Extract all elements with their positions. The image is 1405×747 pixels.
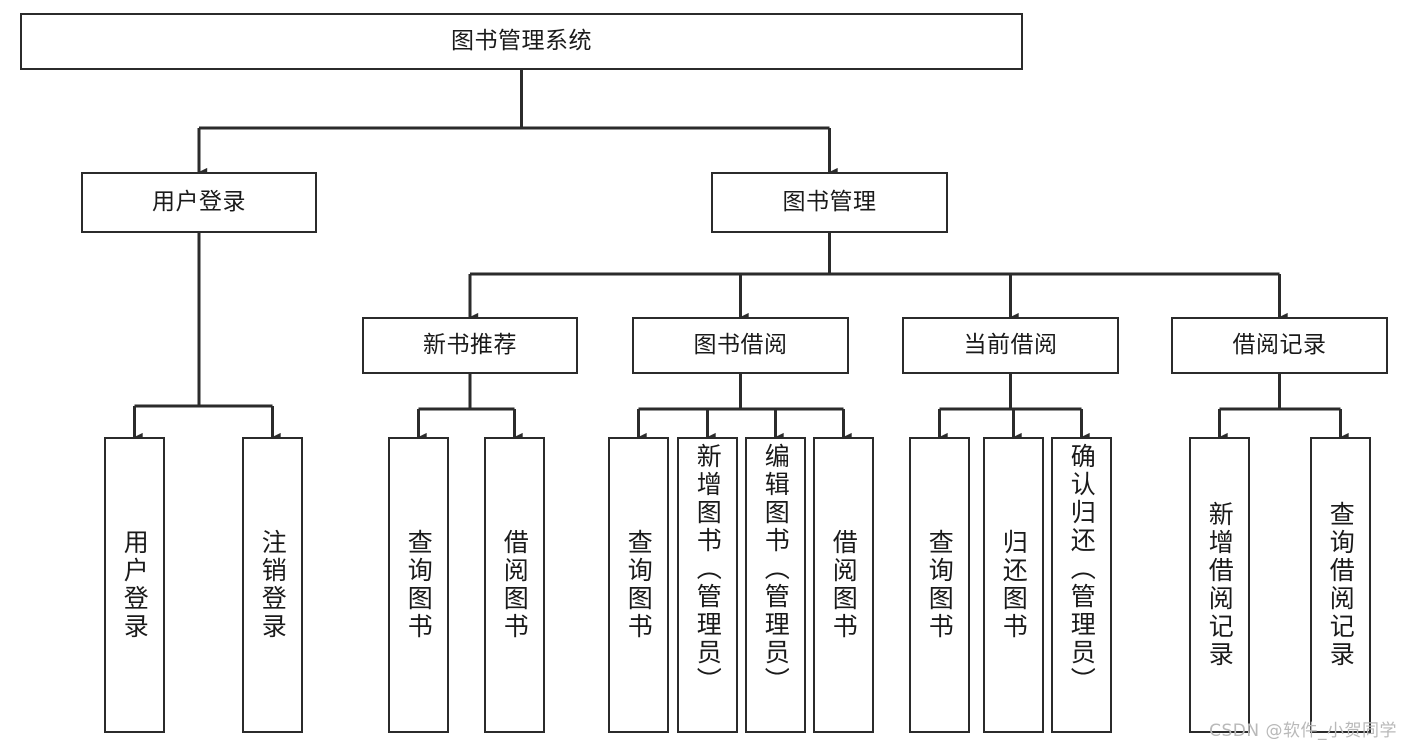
node-leaf-confirm-return[interactable]: 确认归还（管理员） xyxy=(1051,437,1112,733)
node-root[interactable]: 图书管理系统 xyxy=(20,13,1023,70)
node-leaf-borrow-book[interactable]: 借阅图书 xyxy=(813,437,874,733)
node-current-borrow[interactable]: 当前借阅 xyxy=(902,317,1119,374)
node-leaf-query-book-rec[interactable]: 查询图书 xyxy=(388,437,449,733)
node-label-root: 图书管理系统 xyxy=(451,27,592,54)
node-label-leaf-edit-book: 编辑图书（管理员） xyxy=(761,443,791,695)
node-label-book-borrow: 图书借阅 xyxy=(693,331,788,358)
node-label-leaf-user-login: 用户登录 xyxy=(120,529,150,641)
node-label-leaf-add-book: 新增图书（管理员） xyxy=(693,443,723,695)
watermark: CSDN @软件_小贺同学 xyxy=(1209,721,1397,741)
node-leaf-add-record[interactable]: 新增借阅记录 xyxy=(1189,437,1250,733)
node-label-leaf-query-record: 查询借阅记录 xyxy=(1326,501,1356,669)
node-leaf-query-record[interactable]: 查询借阅记录 xyxy=(1310,437,1371,733)
node-leaf-return-book[interactable]: 归还图书 xyxy=(983,437,1044,733)
node-book-manage[interactable]: 图书管理 xyxy=(711,172,948,233)
node-label-leaf-query-book-current: 查询图书 xyxy=(925,529,955,641)
node-label-book-manage: 图书管理 xyxy=(782,188,877,215)
node-new-book-rec[interactable]: 新书推荐 xyxy=(362,317,578,374)
node-label-borrow-record: 借阅记录 xyxy=(1232,331,1327,358)
node-label-leaf-query-book-rec: 查询图书 xyxy=(404,529,434,641)
node-label-leaf-borrow-book: 借阅图书 xyxy=(829,529,859,641)
node-label-current-borrow: 当前借阅 xyxy=(963,331,1058,358)
node-label-leaf-confirm-return: 确认归还（管理员） xyxy=(1067,443,1097,695)
node-label-leaf-query-book-borrow: 查询图书 xyxy=(624,529,654,641)
node-leaf-edit-book[interactable]: 编辑图书（管理员） xyxy=(745,437,806,733)
edge-group xyxy=(133,70,1349,442)
node-leaf-logout[interactable]: 注销登录 xyxy=(242,437,303,733)
node-borrow-record[interactable]: 借阅记录 xyxy=(1171,317,1388,374)
node-label-leaf-add-record: 新增借阅记录 xyxy=(1205,501,1235,669)
node-label-new-book-rec: 新书推荐 xyxy=(423,331,517,358)
node-user-login[interactable]: 用户登录 xyxy=(81,172,317,233)
node-leaf-query-book-borrow[interactable]: 查询图书 xyxy=(608,437,669,733)
node-label-leaf-return-book: 归还图书 xyxy=(999,529,1029,641)
node-label-user-login: 用户登录 xyxy=(152,188,246,215)
node-leaf-query-book-current[interactable]: 查询图书 xyxy=(909,437,970,733)
node-leaf-add-book[interactable]: 新增图书（管理员） xyxy=(677,437,738,733)
node-book-borrow[interactable]: 图书借阅 xyxy=(632,317,849,374)
node-label-leaf-borrow-book-rec: 借阅图书 xyxy=(500,529,530,641)
node-label-leaf-logout: 注销登录 xyxy=(258,529,288,641)
node-leaf-user-login[interactable]: 用户登录 xyxy=(104,437,165,733)
node-leaf-borrow-book-rec[interactable]: 借阅图书 xyxy=(484,437,545,733)
